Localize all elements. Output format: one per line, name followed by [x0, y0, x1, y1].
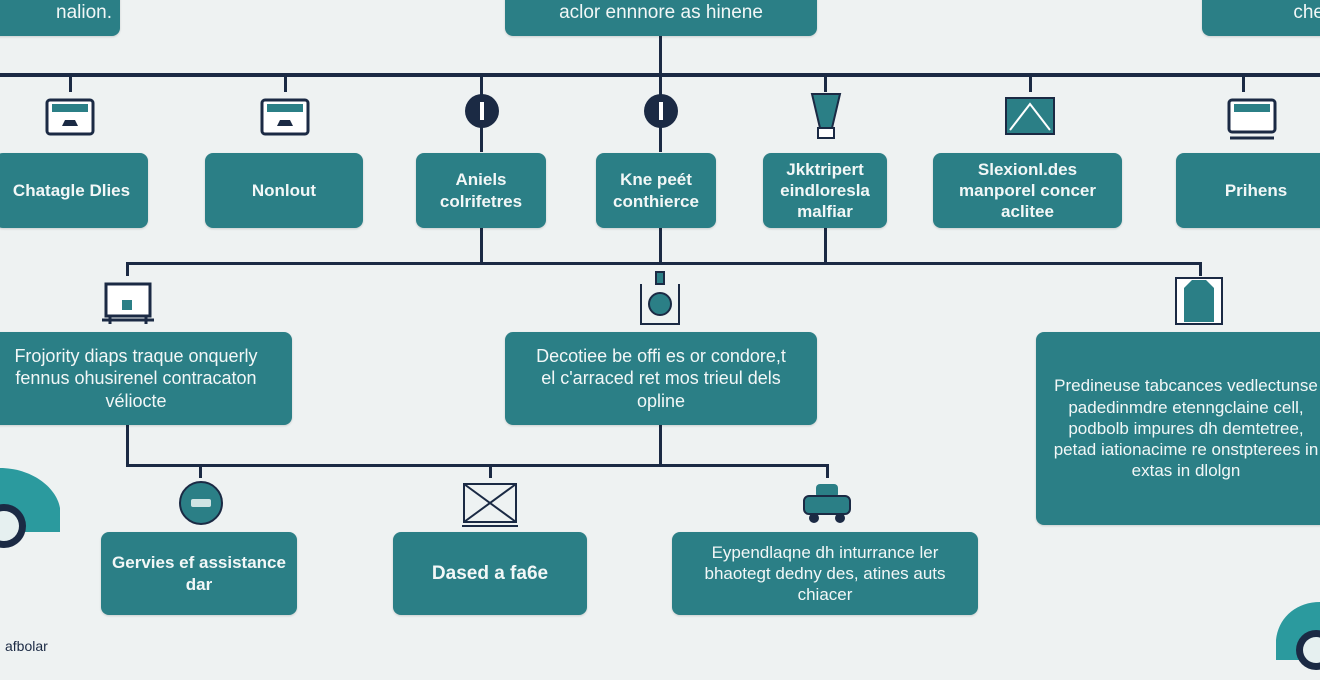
footer-label: afbolar: [5, 638, 48, 654]
connector: [69, 76, 72, 92]
connector: [126, 425, 129, 467]
badge-icon: [179, 481, 223, 525]
root-node: aclor ennnore as hinene: [505, 0, 817, 36]
connector: [284, 76, 287, 92]
connector: [126, 262, 1202, 265]
connector: [126, 262, 129, 276]
node-row1: Nonlout: [205, 153, 363, 228]
node-row1: Prihens: [1176, 153, 1320, 228]
node-label: che: [1293, 2, 1320, 24]
connector: [1199, 262, 1202, 276]
node-label: Slexionl.des manporel concer aclitee: [959, 159, 1096, 222]
connector: [1029, 76, 1032, 92]
shirt-icon: [1175, 277, 1223, 325]
node-label: Nonlout: [251, 180, 317, 200]
info-icon: [465, 94, 499, 128]
node-label: Chatagle Dlies: [12, 180, 131, 200]
display-board-icon: [45, 98, 95, 136]
node-label: Frojority diaps traque onquerly fennus o…: [14, 345, 258, 411]
connector: [826, 464, 829, 478]
node-row2: Decotiee be offi es or condore,t el c'ar…: [505, 332, 817, 425]
connector: [824, 76, 827, 92]
top-left-node: nalion.: [0, 0, 120, 36]
node-row1: Chatagle Dlies: [0, 153, 148, 228]
node-label: Dased a fa6e: [431, 562, 549, 584]
connector: [659, 425, 662, 467]
crate-icon: [462, 483, 518, 527]
connector: [126, 464, 829, 467]
connector: [0, 73, 1320, 77]
car-illustration-icon: [1276, 602, 1320, 670]
node-label: nalion.: [56, 2, 112, 24]
display-stand-icon: [102, 282, 154, 324]
top-right-node: che: [1202, 0, 1320, 36]
node-label: Jkktripert eindloresla malfiar: [780, 159, 870, 222]
node-row3: Gervies ef assistance dar: [101, 532, 297, 615]
node-label: Kne peét conthierce: [613, 170, 699, 211]
connector: [199, 464, 202, 478]
node-label: Predineuse tabcances vedlectunse padedin…: [1053, 376, 1319, 481]
node-row2: Frojority diaps traque onquerly fennus o…: [0, 332, 292, 425]
chart-board-icon: [1005, 97, 1055, 135]
node-label: Aniels colrifetres: [439, 170, 523, 211]
node-row3: Eypendlaqne dh inturrance ler bhaotegt d…: [672, 532, 978, 615]
connector: [659, 36, 662, 76]
node-row1: Kne peét conthierce: [596, 153, 716, 228]
node-row1: Jkktripert eindloresla malfiar: [763, 153, 887, 228]
display-board-icon: [1227, 98, 1277, 140]
connector: [480, 228, 483, 264]
node-row1: Slexionl.des manporel concer aclitee: [933, 153, 1122, 228]
node-row3: Dased a fa6e: [393, 532, 587, 615]
node-label: aclor ennnore as hinene: [559, 2, 763, 24]
node-row2: Predineuse tabcances vedlectunse padedin…: [1036, 332, 1320, 525]
node-label: Prihens: [1224, 180, 1288, 200]
connector: [1242, 76, 1245, 92]
connector: [824, 228, 827, 264]
car-illustration-icon: [0, 468, 60, 548]
funnel-icon: [810, 93, 842, 139]
connector: [659, 228, 662, 264]
display-board-icon: [260, 98, 310, 136]
node-label: Gervies ef assistance dar: [112, 553, 286, 594]
node-label: Eypendlaqne dh inturrance ler bhaotegt d…: [704, 542, 946, 605]
connector: [489, 464, 492, 478]
info-icon: [644, 94, 678, 128]
car-icon: [803, 484, 851, 523]
node-label: Decotiee be offi es or condore,t el c'ar…: [536, 345, 786, 411]
node-row1: Aniels colrifetres: [416, 153, 546, 228]
bottle-icon: [640, 271, 680, 325]
